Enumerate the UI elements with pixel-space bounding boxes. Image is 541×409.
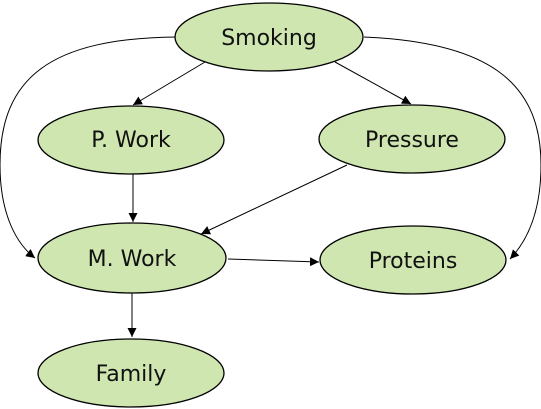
node-proteins: Proteins [319,225,507,295]
edge-smoking-pressure [334,61,412,105]
node-pressure-ellipse [318,104,506,174]
edge-m-work-proteins [227,257,320,267]
node-m-work-label: M. Work [88,247,177,272]
node-p-work: P. Work [37,105,225,175]
node-pressure: Pressure [318,104,506,174]
node-smoking: Smoking [174,2,364,72]
node-proteins-label: Proteins [369,249,458,274]
node-family: Family [37,338,225,408]
edge-smoking-p-work [132,61,206,106]
edge-smoking-m-work [0,36,178,259]
node-smoking-ellipse [174,2,364,72]
edges [0,36,541,337]
node-family-ellipse [37,338,225,408]
edge-smoking-proteins [363,36,541,260]
node-smoking-label: Smoking [221,26,317,51]
node-p-work-label: P. Work [91,128,171,153]
node-proteins-ellipse [319,225,507,295]
node-family-label: Family [96,362,167,387]
node-p-work-ellipse [37,105,225,175]
node-m-work: M. Work [37,222,227,294]
node-pressure-label: Pressure [365,128,459,153]
node-m-work-ellipse [37,222,227,294]
edge-pressure-m-work [200,164,348,235]
